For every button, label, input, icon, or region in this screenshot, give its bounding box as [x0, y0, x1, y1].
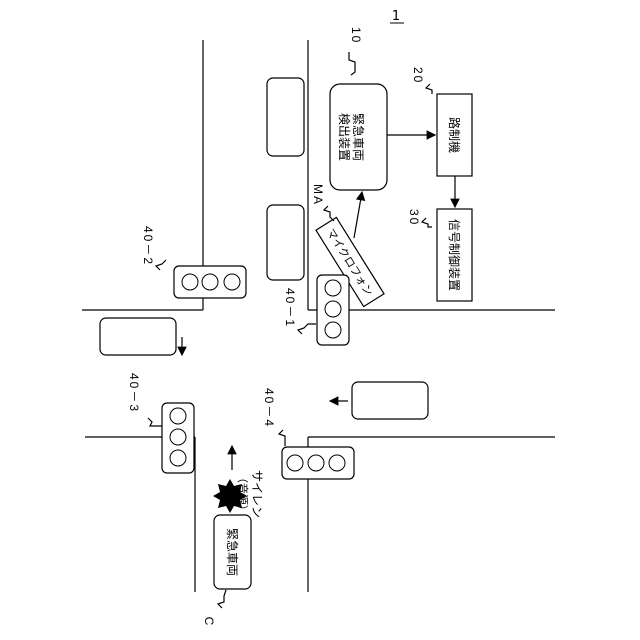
- siren-sub-label: （音源）: [236, 472, 250, 516]
- light-40-3-leader: [148, 418, 162, 426]
- light-40-4-lamp3: [329, 455, 345, 471]
- signal-ctrl-leader: [422, 218, 432, 227]
- vehicle-box-left: [100, 318, 176, 355]
- vehicle-box-upper-1: [267, 78, 304, 156]
- detector-ref-label: 10: [349, 27, 363, 44]
- light-40-4-ref-label: 40－4: [262, 388, 276, 428]
- light-40-1-ref-label: 40－1: [283, 288, 297, 328]
- vehicle-leader: [218, 590, 226, 608]
- detector-text-line1: 緊急車両: [351, 113, 366, 161]
- figure-number: 1: [392, 9, 400, 24]
- vehicle-box-upper-2: [267, 205, 304, 280]
- controller-leader: [426, 84, 432, 94]
- signal-ctrl-text: 信号制御装置: [447, 219, 462, 291]
- light-40-2-leader: [156, 260, 166, 270]
- light-40-3-lamp1: [170, 408, 186, 424]
- signal-ctrl-ref-label: 30: [407, 209, 421, 226]
- light-40-3-ref-label: 40－3: [127, 373, 141, 413]
- controller-ref-label: 20: [411, 67, 425, 84]
- light-40-2-lamp2: [202, 274, 218, 290]
- mic-leader: [324, 206, 334, 221]
- light-40-4-leader: [279, 430, 285, 446]
- detector-leader: [349, 52, 355, 75]
- detector-text-line2: 検出装置: [337, 113, 351, 161]
- controller-text: 路制機: [447, 117, 462, 153]
- light-40-2-lamp3: [224, 274, 240, 290]
- siren-label: サイレン: [250, 470, 264, 518]
- light-40-3-lamp3: [170, 450, 186, 466]
- light-40-3-lamp2: [170, 429, 186, 445]
- light-40-1-lamp2: [325, 301, 341, 317]
- arrow-mic-to-detector: [354, 192, 362, 238]
- emergency-vehicle-text: 緊急車両: [225, 528, 240, 576]
- light-40-4-lamp1: [287, 455, 303, 471]
- vehicle-ref-label: C: [202, 617, 216, 628]
- light-40-1-lamp1: [325, 280, 341, 296]
- light-40-2-lamp1: [182, 274, 198, 290]
- light-40-1-leader: [298, 324, 316, 334]
- light-40-1-lamp3: [325, 322, 341, 338]
- light-40-4-lamp2: [308, 455, 324, 471]
- light-40-2-ref-label: 40－2: [141, 226, 155, 266]
- vehicle-box-right: [352, 382, 428, 419]
- mic-ref-label: MA: [311, 184, 325, 206]
